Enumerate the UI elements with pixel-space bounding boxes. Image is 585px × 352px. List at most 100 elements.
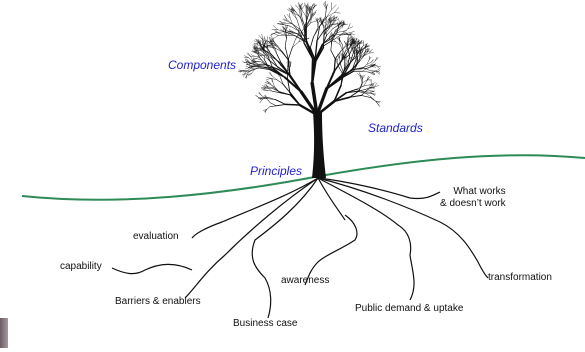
tree-branch [295,4,300,11]
tree-branch [357,52,361,58]
tree-branch [241,73,247,76]
tree-branch [309,36,314,49]
tree-branch [255,95,260,99]
tree-branch [335,60,339,67]
tree-branch [292,23,299,32]
tree-branch [299,9,301,19]
transformation-label: transformation [488,272,552,283]
tree-branch [292,13,297,20]
tree-branch [245,60,250,63]
tree-branch [352,47,355,56]
tree-branch [261,40,264,45]
tree-branch [286,71,289,82]
tree-branch [347,57,356,66]
tree-branch [264,82,270,85]
tree-branch [273,47,282,52]
tree-branch [331,4,337,10]
tree-branch [289,12,291,19]
tree-branch [349,90,360,98]
tree-branch [337,31,343,33]
tree-branch [333,58,336,73]
tree-branch [280,62,291,76]
tree-branch [357,90,366,94]
tree-branch [325,19,329,27]
tree-branch [348,44,351,50]
tree-branch [253,58,256,63]
tree-branch [350,41,353,46]
tree-branch [323,26,332,31]
tree-branch [361,79,368,84]
standards-label: Standards [368,121,423,135]
tree-branch [249,67,256,70]
tree-branch [352,37,356,41]
tree-branch [285,30,287,38]
tree-branch [269,72,273,77]
tree-branch [315,17,318,23]
tree-branch [278,33,286,36]
tree-branch [342,31,347,33]
tree-branch [337,21,339,27]
tree-branch [327,21,329,29]
tree-branch [345,44,348,50]
tree-branch [273,41,278,46]
tree-branch [273,37,275,42]
tree-branch [283,18,288,22]
tree-branch [258,42,264,49]
tree-branch [250,56,254,63]
tree-branch [316,30,325,42]
tree-branch [255,39,260,44]
tree-branch [243,70,251,72]
tree-branch [283,26,287,31]
tree-branch [258,97,263,100]
tree-branch [273,87,281,93]
tree-branch [326,12,335,18]
tree-branch [323,3,327,9]
tree-branch [249,62,255,66]
tree-branch [245,74,248,79]
tree-branch [262,40,266,45]
tree-branch [273,25,278,30]
tree-branch [289,94,301,106]
tree-branch [292,38,296,48]
tree-branch [258,91,262,96]
tree-branch [248,57,254,63]
tree-branch [269,45,275,50]
tree-branch [277,23,284,25]
tree-branch [292,23,301,30]
tree-branch [349,38,354,42]
tree-branch [263,44,266,52]
tree-branch [349,31,355,34]
tree-branch [265,109,267,113]
tree-branch [355,85,364,90]
tree-branch [266,106,270,110]
tree-branch [363,80,368,87]
tree-branch [363,84,370,87]
tree-branch [359,55,365,62]
tree-branch [272,81,275,88]
tree-branch [261,87,266,89]
tree-branch [321,22,326,28]
tree-branch [276,46,283,52]
tree-branch [314,43,324,61]
tree-branch [341,28,349,35]
tree-branch [270,83,274,88]
tree-branch [243,70,248,75]
tree-branch [331,31,333,37]
tree-branch [287,59,289,66]
tree-branch [347,55,350,66]
tree-branch [266,78,272,80]
tree-branch [346,34,353,37]
tree-branch [328,15,332,20]
components-label: Components [168,58,237,72]
tree-branch [374,82,378,88]
tree-branch [266,40,268,48]
tree-branch [259,98,263,104]
tree-branch [340,41,343,46]
tree-branch [376,65,381,68]
tree-branch [357,73,361,78]
tree-branch [329,21,332,29]
tree-branch [274,30,279,34]
tree-branch [332,40,337,43]
tree-branch [254,64,263,68]
